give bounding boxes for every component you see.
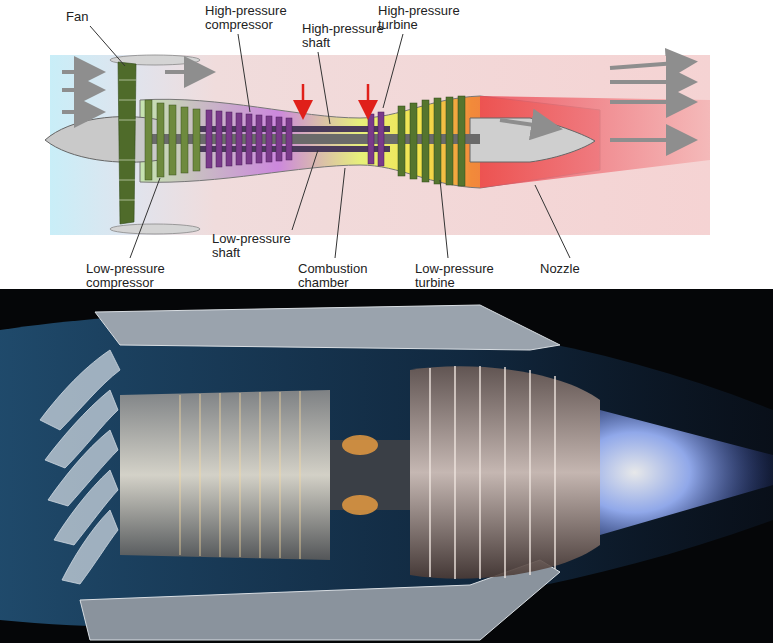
part-label: Low-pressure turbine	[415, 262, 497, 290]
part-label: Low-pressure shaft	[212, 232, 294, 260]
part-label: Low-pressure compressor	[86, 262, 168, 290]
part-label: High-pressure shaft	[302, 22, 392, 50]
part-label: High-pressure compressor	[205, 4, 300, 32]
part-label: High-pressure turbine	[378, 4, 470, 32]
part-label: Fan	[66, 10, 126, 24]
part-label: Nozzle	[540, 262, 610, 276]
part-label: Combustion chamber	[298, 262, 378, 290]
